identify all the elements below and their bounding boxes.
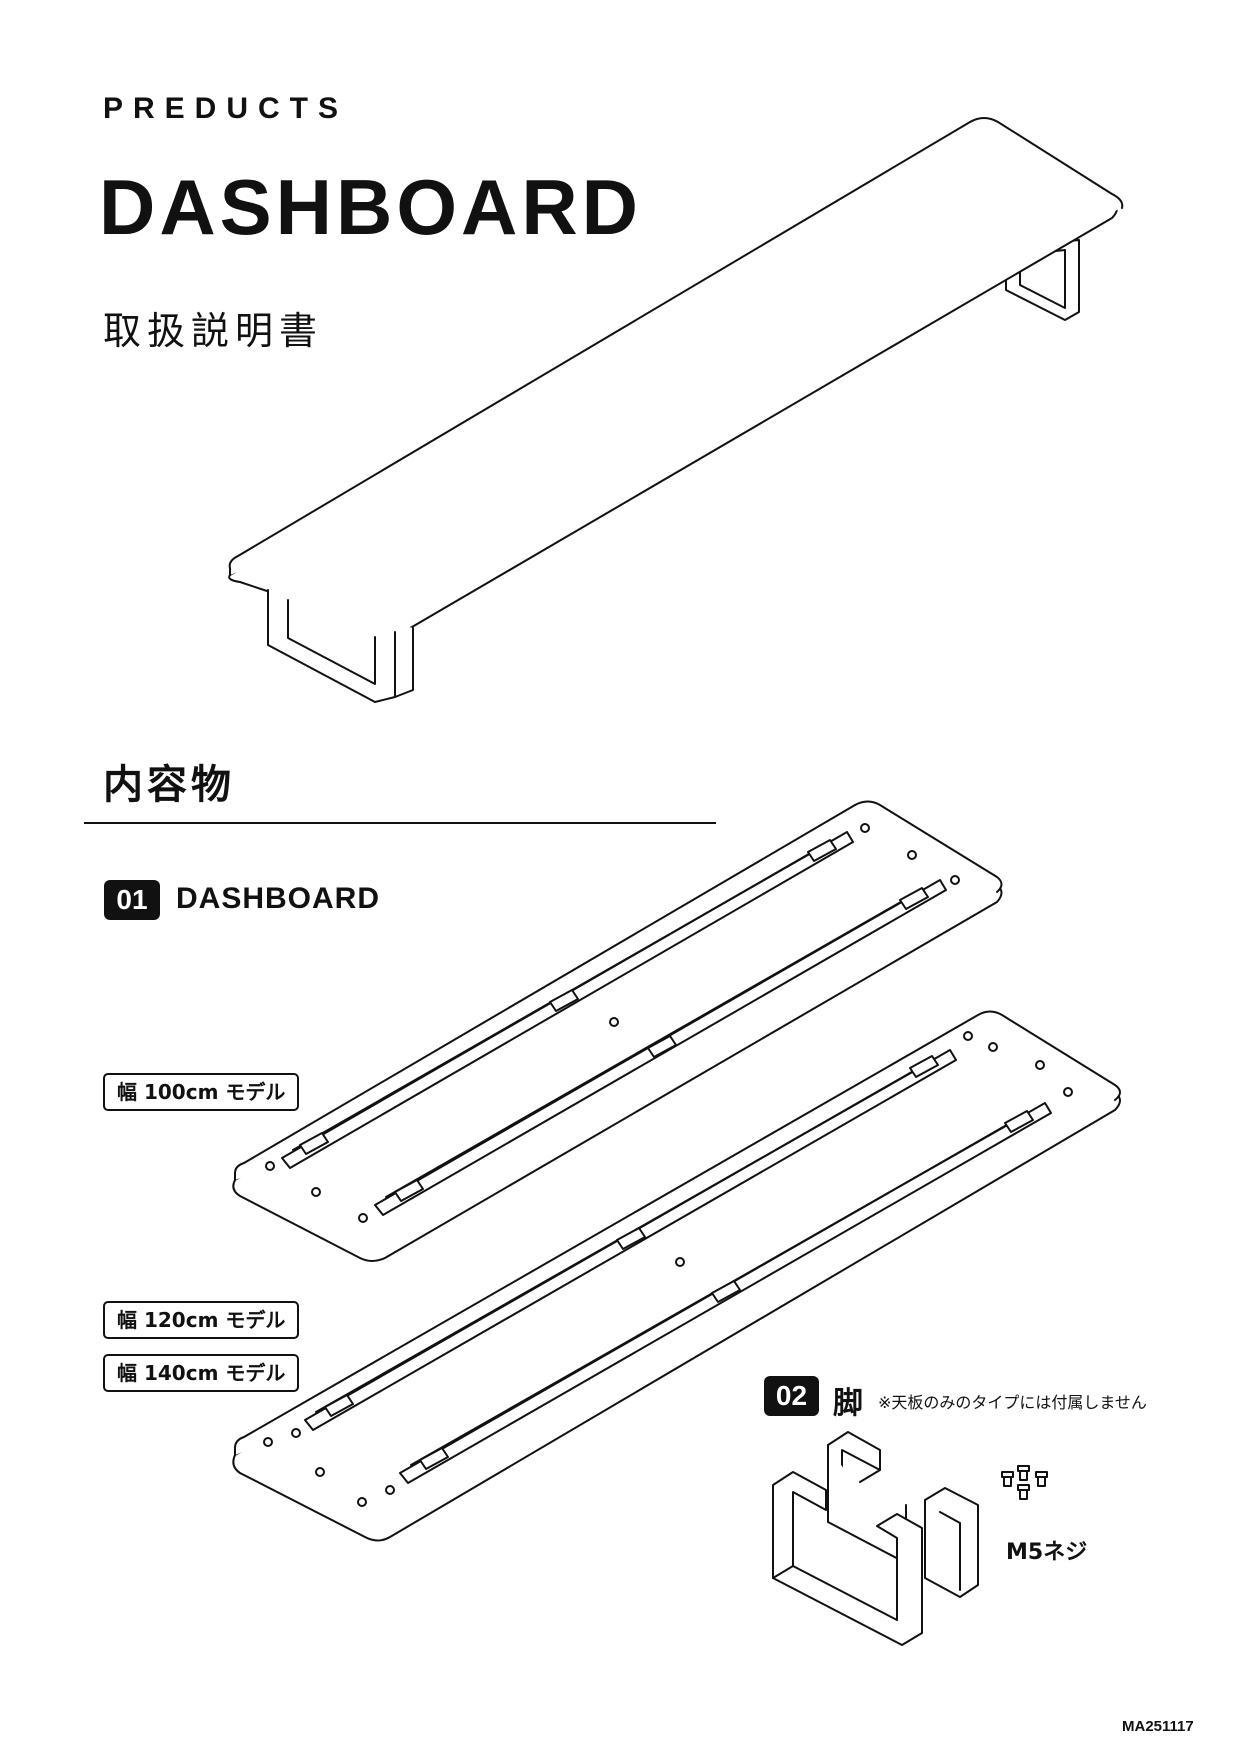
- model-tag-140cm: 幅 140cm モデル: [103, 1354, 300, 1392]
- document-code: MA251117: [1122, 1718, 1194, 1735]
- model-tag-100cm: 幅 100cm モデル: [103, 1073, 300, 1111]
- model-tag-120cm: 幅 120cm モデル: [103, 1301, 300, 1339]
- section-title: 内容物: [103, 762, 235, 808]
- legs-illustration: [772, 1431, 1048, 1646]
- brand-name: PREDUCTS: [103, 92, 349, 125]
- item-02-number-badge: 02: [764, 1376, 819, 1416]
- product-title: DASHBOARD: [99, 163, 642, 251]
- board-100cm-illustration: [232, 800, 1003, 1262]
- board-120-140cm-illustration: [232, 1010, 1121, 1542]
- m5-screws-illustration: [1001, 1465, 1048, 1500]
- item-02-name: 脚: [833, 1386, 863, 1421]
- item-01-number-badge: 01: [104, 880, 160, 920]
- screw-label: M5ネジ: [1006, 1540, 1088, 1565]
- item-01-name: DASHBOARD: [176, 882, 380, 915]
- item-02-note: ※天板のみのタイプには付属しません: [878, 1393, 1147, 1412]
- document-type: 取扱説明書: [103, 309, 324, 353]
- assembled-dashboard-illustration: [228, 117, 1124, 703]
- section-divider: [84, 822, 716, 824]
